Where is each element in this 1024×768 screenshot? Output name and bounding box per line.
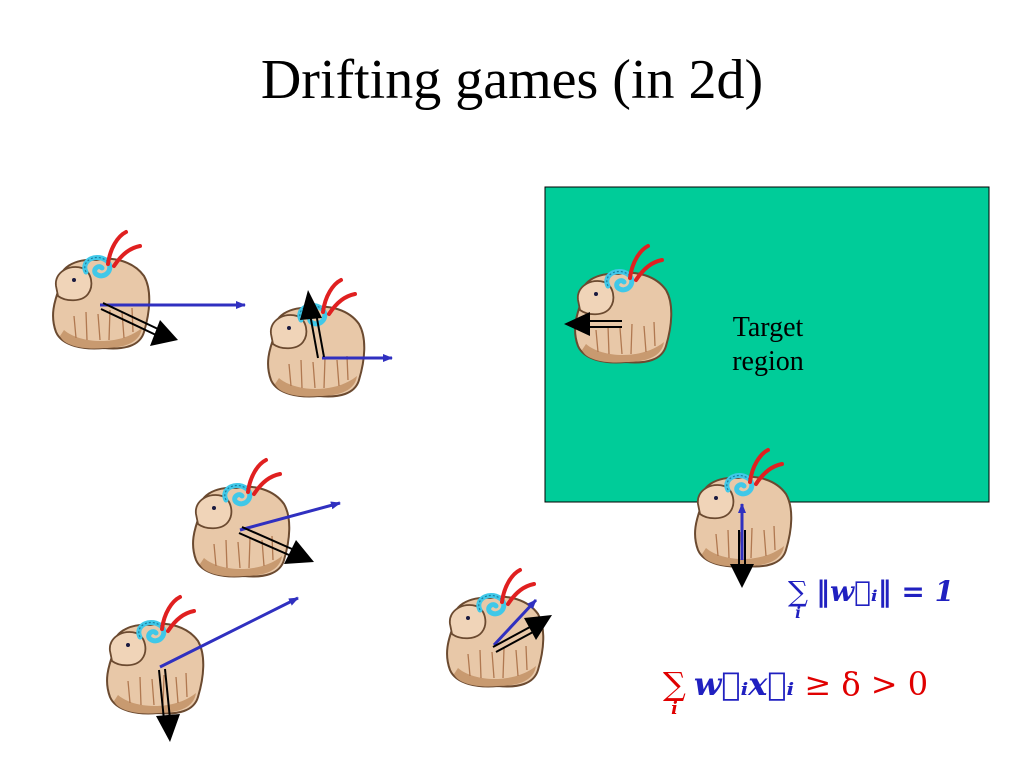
edge-arrow xyxy=(238,526,314,564)
norm-expression: ‖w⃗ᵢ‖ = 1 xyxy=(816,575,955,608)
ram-icon xyxy=(268,280,364,397)
sheep-2 xyxy=(268,280,393,397)
sheep-6 xyxy=(564,246,671,363)
edge-arrow xyxy=(492,615,552,653)
ram-icon xyxy=(53,232,149,349)
sum-index: i xyxy=(795,604,801,622)
sheep-4 xyxy=(107,596,299,742)
sheep-5 xyxy=(447,570,552,687)
ram-icon xyxy=(193,460,289,577)
edge-relation: ≥ δ > 0 xyxy=(804,665,929,703)
edge-product: w⃗ᵢx⃗ᵢ xyxy=(693,665,795,703)
edge-condition-formula: ∑ i w⃗ᵢx⃗ᵢ ≥ δ > 0 xyxy=(663,665,929,717)
target-label-line2: region xyxy=(732,345,804,377)
sum-sign: ∑ xyxy=(663,665,686,703)
sheep-7 xyxy=(695,450,791,588)
weight-norm-formula: ∑ i ‖w⃗ᵢ‖ = 1 xyxy=(788,575,955,621)
sheep-1 xyxy=(53,232,246,349)
weight-arrow xyxy=(492,598,538,647)
target-region-label: Target region xyxy=(708,311,828,378)
sum-symbol: ∑ i xyxy=(788,575,808,621)
edge-arrow xyxy=(564,312,622,336)
edge-arrow xyxy=(156,668,180,742)
target-label-line1: Target xyxy=(732,312,804,343)
sum-sign: ∑ xyxy=(788,575,808,608)
edge-arrow xyxy=(730,530,754,588)
sum-index: i xyxy=(671,698,678,719)
ram-icon xyxy=(107,597,203,714)
weight-arrow xyxy=(239,501,341,532)
slide-title: Drifting games (in 2d) xyxy=(260,49,764,111)
edge-arrow xyxy=(100,302,178,346)
sheep-3 xyxy=(193,460,341,577)
weight-arrow xyxy=(159,596,299,669)
edge-arrow xyxy=(300,290,325,359)
sum-symbol: ∑ i xyxy=(663,665,686,717)
